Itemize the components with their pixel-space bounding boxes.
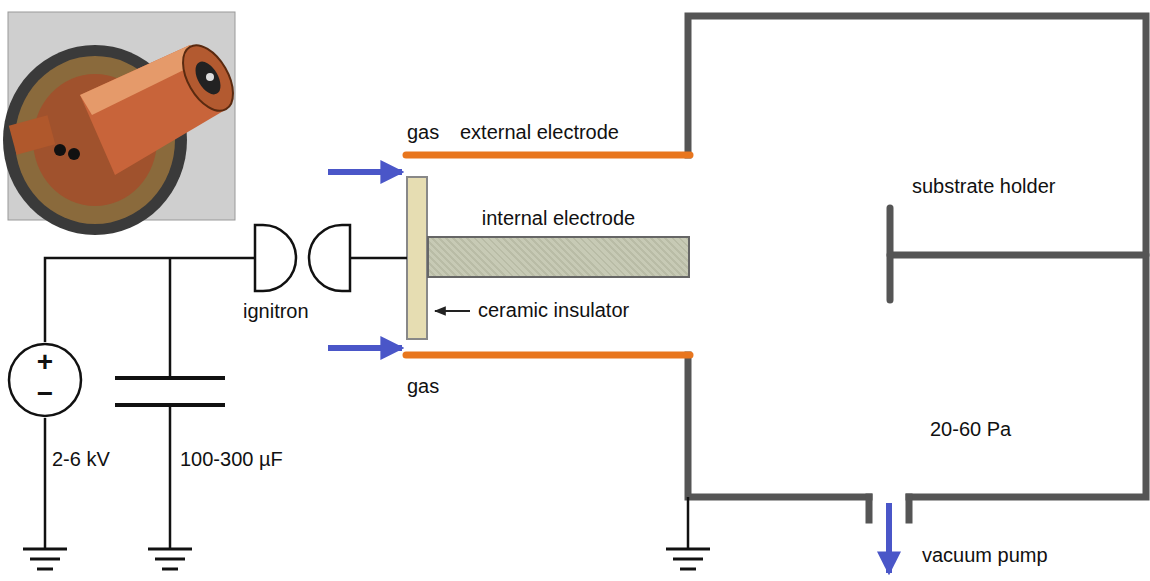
ceramic-insulator [407, 177, 427, 339]
photo-inset [3, 12, 243, 235]
polarity-sign: + [7, 346, 83, 378]
leader-arrow [435, 310, 470, 312]
gas-arrow [328, 345, 402, 351]
gas-label: gas [407, 375, 439, 398]
ground-symbol [23, 549, 710, 569]
part-label: vacuum pump [922, 544, 1048, 567]
circuit-wire [45, 258, 688, 548]
part-label: substrate holder [912, 175, 1055, 198]
gas-arrow [328, 169, 402, 175]
capacitor-symbol [115, 378, 225, 405]
part-label: ignitron [243, 300, 309, 323]
voltage-source: +− [7, 342, 83, 418]
part-label: external electrode [460, 121, 619, 144]
value-label: 20-60 Pa [930, 418, 1011, 441]
gas-label: gas [407, 121, 439, 144]
external-electrode [406, 155, 690, 355]
polarity-sign: − [7, 378, 83, 410]
substrate-holder [890, 208, 1146, 300]
value-label: 100-300 µF [180, 448, 283, 471]
part-label: internal electrode [427, 207, 690, 230]
electrode-bar [427, 236, 690, 278]
part-label: ceramic insulator [478, 299, 629, 322]
internal-electrode: internal electrode [427, 204, 690, 281]
vacuum-chamber [688, 16, 1146, 520]
pump-arrow [886, 503, 892, 573]
value-label: 2-6 kV [52, 448, 110, 471]
ignitron-symbol [255, 225, 350, 291]
